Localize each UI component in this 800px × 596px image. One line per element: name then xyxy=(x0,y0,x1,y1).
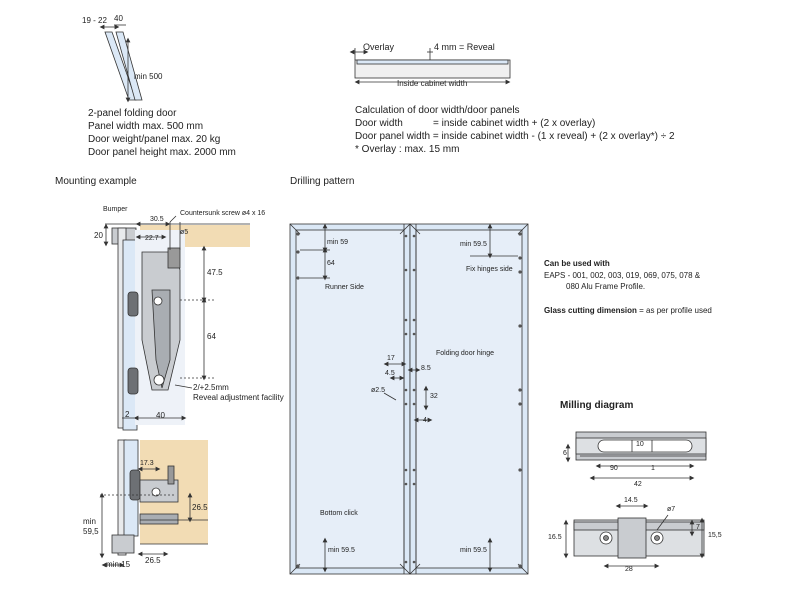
drill-4: 4 xyxy=(423,417,427,424)
drill-min59-5-bl: min 59.5 xyxy=(328,547,355,554)
dim-20: 20 xyxy=(94,231,103,240)
mill-d7: ø7 xyxy=(667,506,676,513)
mill-16-5: 16.5 xyxy=(548,534,562,541)
mounting-heading: Mounting example xyxy=(55,176,137,187)
mounting-lower xyxy=(99,439,208,568)
drill-4-5: 4.5 xyxy=(385,370,395,377)
drill-holes xyxy=(296,232,522,568)
mill-1: 1 xyxy=(651,465,655,472)
dim-min500: min 500 xyxy=(134,72,163,81)
runner-side-label: Runner Side xyxy=(325,284,364,291)
glass-cutting-label: Glass cutting dimension xyxy=(544,306,637,315)
drill-min59-5-top: min 59.5 xyxy=(460,241,487,248)
reveal-adj-2: Reveal adjustment facility xyxy=(193,393,284,402)
dim-min: min xyxy=(83,517,96,526)
fix-hinges-label: Fix hinges side xyxy=(466,266,513,273)
drill-32: 32 xyxy=(430,393,438,400)
spec-line: Panel width max. 500 mm xyxy=(88,121,204,132)
mill-14-5: 14.5 xyxy=(624,497,638,504)
panel-sketch xyxy=(99,24,143,103)
panel-width-line: Door panel width = inside cabinet width … xyxy=(355,131,675,142)
milling-bottom xyxy=(563,503,705,569)
overlay-note: * Overlay : max. 15 mm xyxy=(355,144,460,155)
milling-top xyxy=(565,431,707,481)
drill-8-5: 8.5 xyxy=(421,365,431,372)
glass-cutting-value: = as per profile used xyxy=(636,306,712,315)
dim-26-5-a: 26.5 xyxy=(192,503,208,512)
mounting-upper xyxy=(103,215,250,431)
drill-64: 64 xyxy=(327,260,335,267)
dim-17-3: 17.3 xyxy=(140,460,154,467)
dim-19-22: 19 - 22 xyxy=(82,16,107,25)
reveal-label: 4 mm = Reveal xyxy=(434,42,495,52)
calculation-block: Calculation of door width/door panels Do… xyxy=(355,104,675,156)
door-width-label: Door width xyxy=(355,118,403,129)
dim-26-5-b: 26.5 xyxy=(145,556,161,565)
eaps-list-2: 080 Alu Frame Profile. xyxy=(566,282,646,291)
dim-30-5: 30.5 xyxy=(150,216,164,223)
mill-28: 28 xyxy=(625,566,633,573)
glass-cutting-line: Glass cutting dimension = as per profile… xyxy=(544,306,712,315)
dim-40: 40 xyxy=(114,14,123,23)
folding-hinge-label: Folding door hinge xyxy=(436,350,494,357)
bumper-label: Bumper xyxy=(103,206,128,213)
calc-title: Calculation of door width/door panels xyxy=(355,105,520,116)
drill-17: 17 xyxy=(387,355,395,362)
mill-42: 42 xyxy=(634,481,642,488)
dim-d5: ø5 xyxy=(180,229,189,236)
dim-47-5: 47.5 xyxy=(207,268,223,277)
spec-line: 2-panel folding door xyxy=(88,108,177,119)
eaps-list: EAPS - 001, 002, 003, 019, 069, 075, 078… xyxy=(544,271,701,280)
dim-2: 2 xyxy=(125,410,130,419)
overlay-sketch xyxy=(349,48,511,85)
dim-40-bottom: 40 xyxy=(156,411,165,420)
countersunk-label: Countersunk screw ø4 x 16 xyxy=(180,210,266,217)
dim-min15: min 15 xyxy=(106,560,131,569)
door-width-formula: = inside cabinet width + (2 x overlay) xyxy=(433,118,596,129)
drill-min59: min 59 xyxy=(327,239,349,246)
spec-list: 2-panel folding door Panel width max. 50… xyxy=(88,107,236,159)
spec-line: Door weight/panel max. 20 kg xyxy=(88,134,221,145)
dim-22-7: 22.7 xyxy=(145,235,159,242)
spec-line: Door panel height max. 2000 mm xyxy=(88,147,236,158)
dim-59-5: 59,5 xyxy=(83,527,99,536)
drilling-pattern xyxy=(289,223,529,575)
bottom-click-label: Bottom click xyxy=(320,510,358,517)
mill-90: 90 xyxy=(610,465,618,472)
mill-15-5: 15,5 xyxy=(708,532,722,539)
overlay-label: Overlay xyxy=(363,42,395,52)
mill-6: 6 xyxy=(563,450,567,457)
drill-min59-5-br: min 59.5 xyxy=(460,547,487,554)
door-width-line: Door width = inside cabinet width + (2 x … xyxy=(355,117,675,130)
milling-heading: Milling diagram xyxy=(560,400,634,411)
dim-64: 64 xyxy=(207,332,216,341)
drill-d2-5: ø2.5 xyxy=(371,387,386,394)
inside-width-label: Inside cabinet width xyxy=(397,79,468,88)
drilling-heading: Drilling pattern xyxy=(290,176,355,187)
can-be-used-label: Can be used with xyxy=(544,259,610,268)
mill-10: 10 xyxy=(636,441,644,448)
reveal-adj-1: 2/+2.5mm xyxy=(193,383,229,392)
mill-7: 7 xyxy=(696,524,700,531)
